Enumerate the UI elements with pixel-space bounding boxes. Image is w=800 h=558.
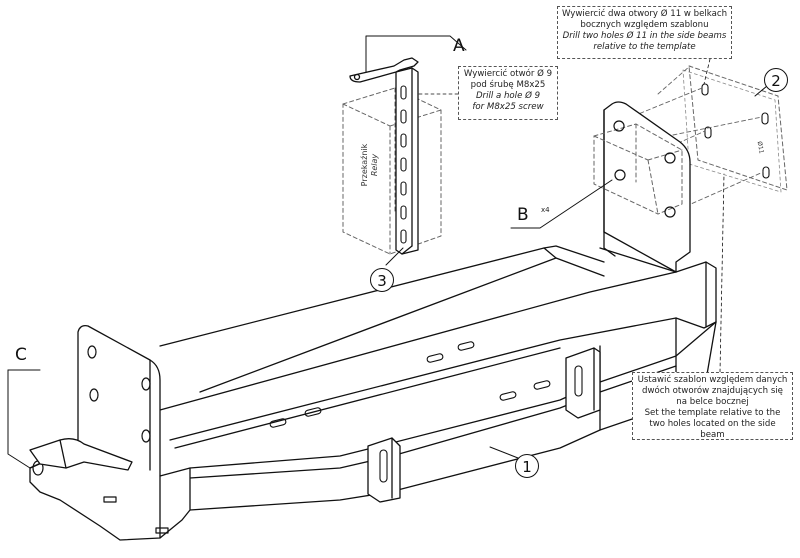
leader-2 — [754, 85, 768, 97]
note-line: Drill a hole Ø 9 — [475, 91, 541, 101]
relay-label: Przekaźnik Relay — [360, 129, 384, 201]
leader-note-side — [703, 58, 711, 85]
callout-1: 1 — [515, 454, 539, 478]
callout-a: A — [453, 36, 465, 56]
template-plate — [682, 65, 788, 193]
main-frame — [29, 101, 717, 541]
relay-box — [342, 87, 442, 255]
callout-b: B — [517, 205, 529, 225]
relay-label-en: Relay — [370, 153, 379, 177]
callout-c: C — [15, 345, 27, 365]
relay-label-pl: Przekaźnik — [360, 143, 369, 187]
leader-b — [510, 179, 613, 229]
note-line: relative to the template — [593, 42, 696, 52]
note-line: bocznych względem szablonu — [580, 20, 709, 30]
note-drill-screw: Wywiercić otwór Ø 9 pod śrubę M8x25 Dril… — [458, 66, 558, 120]
leader-a — [365, 35, 467, 73]
leader-3 — [385, 247, 404, 266]
callout-3: 3 — [370, 268, 394, 292]
callout-2: 2 — [764, 68, 788, 92]
leader-note-template — [719, 173, 725, 373]
note-line: Wywiercić dwa otwory Ø 11 w belkach — [561, 9, 728, 19]
note-set-template: Ustawić szablon względem danych dwóch ot… — [632, 372, 793, 440]
note-line: for M8x25 screw — [472, 102, 544, 112]
note-drill-side-beams: Wywiercić dwa otwory Ø 11 w belkach bocz… — [557, 6, 732, 59]
note-line: Drill two holes Ø 11 in the side beams — [562, 31, 727, 41]
note-line: two holes located on the side beam — [649, 419, 776, 440]
note-line: Set the template relative to the — [644, 408, 781, 418]
note-line: na belce bocznej — [676, 397, 749, 407]
note-line: Wywiercić otwór Ø 9 — [463, 69, 553, 79]
leader-c — [7, 369, 31, 469]
note-line: dwóch otworów znajdujących się — [642, 386, 783, 396]
note-line: Ustawić szablon względem danych — [637, 375, 788, 385]
relay-bracket — [342, 57, 442, 255]
leader-1 — [489, 446, 519, 459]
note-line: pod śrubę M8x25 — [470, 80, 546, 90]
quantity-x4: x4 — [541, 206, 550, 214]
